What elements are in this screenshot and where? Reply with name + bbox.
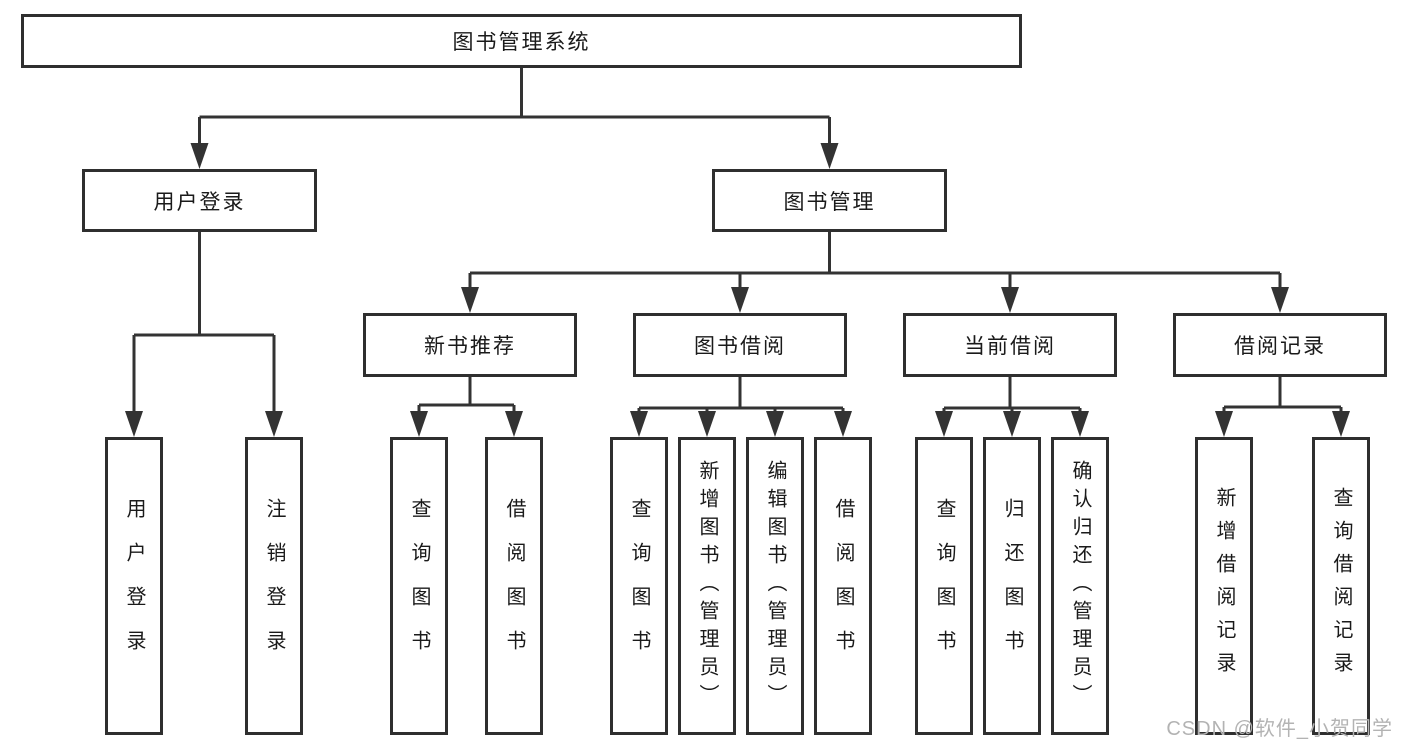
connector-new-book-recommend-to-leaves (410, 377, 523, 437)
arrowhead (1332, 411, 1350, 437)
leaf-add-borrow-record-label: 新增借阅记录 (1213, 487, 1235, 685)
leaf-borrow-book-recommend-label: 借阅图书 (503, 498, 525, 674)
leaf-add-book-admin-label: 新增图书（管理员） (696, 460, 718, 712)
node-book-management: 图书管理 (712, 169, 947, 232)
arrowhead (731, 287, 749, 313)
arrowhead (265, 411, 283, 437)
leaf-query-book-current-label: 查询图书 (933, 498, 955, 674)
node-book-management-label: 图书管理 (783, 190, 876, 214)
node-current-borrow-label: 当前借阅 (964, 335, 1056, 358)
leaf-query-book-borrow-label: 查询图书 (628, 498, 650, 674)
arrowhead (935, 411, 953, 437)
leaf-logout: 注销登录 (245, 437, 303, 735)
node-root: 图书管理系统 (21, 14, 1022, 68)
arrowhead (820, 143, 839, 169)
leaf-query-book-recommend: 查询图书 (390, 437, 448, 735)
node-borrow-record-label: 借阅记录 (1234, 335, 1326, 358)
node-book-borrow-label: 图书借阅 (694, 335, 786, 358)
arrowhead (834, 411, 852, 437)
arrowhead (1001, 287, 1019, 313)
node-user-login: 用户登录 (82, 169, 317, 232)
arrowhead (461, 287, 479, 313)
leaf-edit-book-admin: 编辑图书（管理员） (746, 437, 804, 735)
node-current-borrow: 当前借阅 (903, 313, 1117, 377)
connector-borrow-record-to-leaves (1215, 377, 1350, 437)
leaf-user-login-label: 用户登录 (123, 498, 145, 674)
node-new-book-recommend-label: 新书推荐 (424, 335, 516, 358)
connector-root-to-level2 (190, 68, 839, 169)
leaf-borrow-book-recommend: 借阅图书 (485, 437, 543, 735)
leaf-query-borrow-record-label: 查询借阅记录 (1330, 487, 1352, 685)
leaf-query-book-borrow: 查询图书 (610, 437, 668, 735)
connector-book-borrow-to-leaves (630, 377, 852, 437)
arrowhead (410, 411, 428, 437)
arrowhead (630, 411, 648, 437)
leaf-return-book: 归还图书 (983, 437, 1041, 735)
arrowhead (125, 411, 143, 437)
leaf-edit-book-admin-label: 编辑图书（管理员） (764, 460, 786, 712)
arrowhead (505, 411, 523, 437)
leaf-confirm-return-admin-label: 确认归还（管理员） (1069, 460, 1091, 712)
leaf-borrow-book-label: 借阅图书 (832, 498, 854, 674)
leaf-add-borrow-record: 新增借阅记录 (1195, 437, 1253, 735)
arrowhead (1215, 411, 1233, 437)
leaf-add-book-admin: 新增图书（管理员） (678, 437, 736, 735)
arrowhead (1003, 411, 1021, 437)
node-book-borrow: 图书借阅 (633, 313, 847, 377)
arrowhead (1271, 287, 1289, 313)
arrowhead (766, 411, 784, 437)
leaf-user-login: 用户登录 (105, 437, 163, 735)
arrowhead (190, 143, 209, 169)
arrowhead (698, 411, 716, 437)
node-new-book-recommend: 新书推荐 (363, 313, 577, 377)
leaf-query-book-current: 查询图书 (915, 437, 973, 735)
connector-book-management-to-level3 (461, 232, 1289, 313)
leaf-return-book-label: 归还图书 (1001, 498, 1023, 674)
connector-user-login-to-leaves (125, 232, 283, 437)
arrowhead (1071, 411, 1089, 437)
node-root-label: 图书管理系统 (452, 31, 591, 54)
leaf-query-borrow-record: 查询借阅记录 (1312, 437, 1370, 735)
leaf-query-book-recommend-label: 查询图书 (408, 498, 430, 674)
leaf-confirm-return-admin: 确认归还（管理员） (1051, 437, 1109, 735)
leaf-logout-label: 注销登录 (263, 498, 285, 674)
leaf-borrow-book: 借阅图书 (814, 437, 872, 735)
node-user-login-label: 用户登录 (153, 190, 246, 214)
connector-current-borrow-to-leaves (935, 377, 1089, 437)
node-borrow-record: 借阅记录 (1173, 313, 1387, 377)
